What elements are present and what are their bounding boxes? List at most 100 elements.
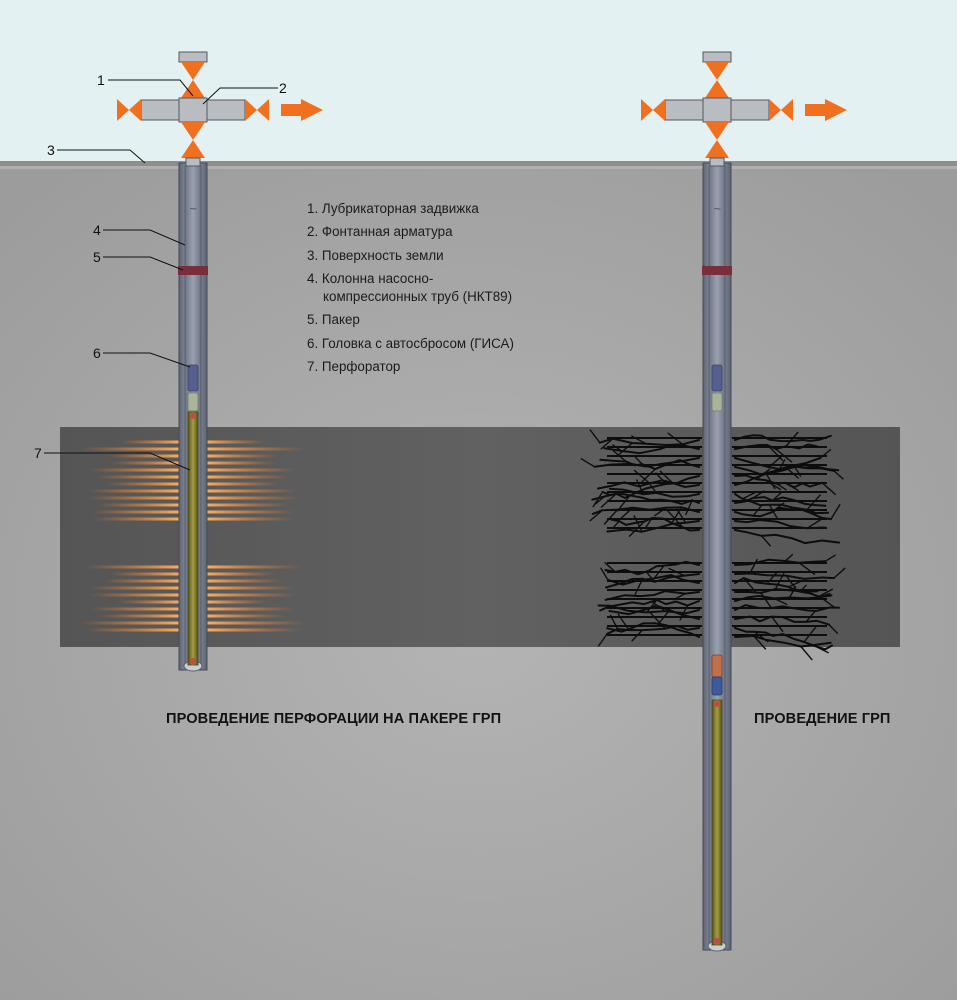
fracture-plane <box>607 562 702 564</box>
fracture-crack <box>599 458 700 470</box>
fracture-crack <box>601 491 700 505</box>
fracture-plane <box>732 482 827 484</box>
wing-left <box>140 99 180 121</box>
wellhead-left <box>117 51 323 167</box>
fracture-plane <box>607 634 702 636</box>
fracture-branch <box>648 482 657 494</box>
gate-valve-icon <box>245 99 257 121</box>
fracture-branch <box>597 633 608 647</box>
perforation-jet <box>88 468 181 472</box>
fracture-branch <box>612 450 627 463</box>
callout-2: 2 <box>279 80 287 96</box>
fracture-branch <box>752 504 763 517</box>
fracture-crack <box>604 590 700 601</box>
fracture-branch <box>830 504 841 520</box>
callout-6: 6 <box>93 345 101 361</box>
fracture-branch <box>776 483 787 491</box>
fracture-branch <box>760 535 771 547</box>
surface-line <box>0 161 957 169</box>
fracture-plane <box>732 625 827 627</box>
fracture-network <box>580 429 846 661</box>
perforation-jet <box>107 454 181 458</box>
fracture-branch <box>633 515 643 533</box>
fracture-branch <box>634 456 643 465</box>
fracture-branch <box>785 431 799 447</box>
gate-valve-icon <box>653 99 665 121</box>
fracture-branch <box>645 599 658 614</box>
legend-item-perforator: 7. Перфоратор <box>307 358 401 374</box>
drop-head <box>187 364 199 392</box>
fracture-branch <box>824 554 836 562</box>
wing-right <box>206 99 246 121</box>
packer <box>702 266 732 275</box>
top-cap <box>702 51 732 63</box>
fracture-crack <box>734 506 832 521</box>
perforation-jet <box>89 593 181 597</box>
fracture-branch <box>685 499 693 516</box>
callout-1: 1 <box>97 72 105 88</box>
fracture-branch <box>604 562 616 573</box>
lubricator-valve-icon <box>181 62 205 80</box>
perforation-jet <box>120 440 181 444</box>
fracture-branch <box>800 645 813 661</box>
fracture-crack <box>734 443 819 450</box>
perforation-jet <box>205 440 266 444</box>
fracture-branch <box>667 510 684 528</box>
gate-valve-icon <box>129 99 141 121</box>
fracture-plane <box>732 527 827 529</box>
wellheads <box>117 51 847 167</box>
callout-4: 4 <box>93 222 101 238</box>
fracture-branch <box>787 579 804 588</box>
fracture-plane <box>732 437 827 439</box>
well-right: ~ <box>702 162 732 952</box>
fracture-crack <box>734 529 841 545</box>
fracture-branch <box>749 558 758 575</box>
fracture-plane <box>607 437 702 439</box>
tree-cross <box>178 97 208 123</box>
perforation-jet <box>90 510 181 514</box>
fracture-branch <box>760 592 772 608</box>
fracture-branch <box>833 470 844 480</box>
fracture-branch <box>752 490 765 499</box>
fracture-branch <box>628 520 646 537</box>
fracture-plane <box>607 500 702 502</box>
perforation-jet <box>87 496 181 500</box>
fracture-plane <box>607 491 702 493</box>
legend-item-lubricator-valve: 1. Лубрикаторная задвижка <box>307 201 479 216</box>
lubricator-valve-icon <box>705 80 729 98</box>
master-valve-icon <box>705 140 729 158</box>
fracture-branch <box>753 635 767 650</box>
perforation-jet <box>111 461 181 465</box>
legend-item-tubing-string: 4. Колонна насосно- компрессионных труб … <box>307 271 513 304</box>
fracture-branch <box>774 573 785 590</box>
callout-leader <box>44 452 191 471</box>
fracture-crack <box>734 634 832 648</box>
fracture-branch <box>777 459 786 473</box>
master-valve-icon <box>705 122 729 140</box>
perforation-jet <box>205 565 302 569</box>
fracture-plane <box>607 589 702 591</box>
perforation-jet <box>205 503 290 507</box>
wellhead-right <box>641 51 847 167</box>
perforation-jet <box>205 510 296 514</box>
gate-valve-icon <box>117 99 129 121</box>
fracture-branch <box>617 613 630 631</box>
perforation-jet <box>205 482 280 486</box>
fracture-crack <box>734 604 840 612</box>
fracture-branch <box>600 437 614 450</box>
fracture-plane <box>732 607 827 609</box>
adapter-sub <box>711 392 723 412</box>
perforation-jet <box>79 447 181 451</box>
fracture-branch <box>641 468 657 483</box>
callout-leader <box>108 79 194 97</box>
drop-head <box>711 364 723 392</box>
wing-left <box>664 99 704 121</box>
fracture-crack <box>606 625 700 635</box>
perforation-jet <box>205 454 279 458</box>
fracture-crack <box>610 517 700 532</box>
fracture-plane <box>607 455 702 457</box>
fracture-crack <box>603 444 700 455</box>
right-arrow-icon <box>805 99 847 121</box>
callout-leaders <box>44 79 278 471</box>
fracture-plane <box>732 518 827 520</box>
